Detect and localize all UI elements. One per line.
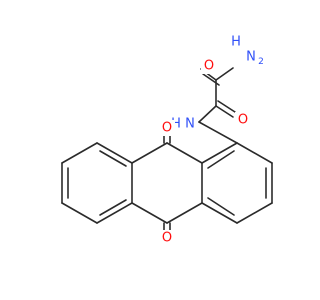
atom-O-top: O <box>204 59 214 74</box>
label-bg <box>235 112 251 128</box>
bond <box>99 199 127 216</box>
label-bg <box>159 120 175 136</box>
bond <box>131 142 168 164</box>
bond <box>166 202 203 224</box>
bond <box>207 150 235 169</box>
bond <box>202 73 220 86</box>
atom-O-ring-top: O <box>162 121 172 136</box>
bond <box>201 202 238 224</box>
bond <box>236 142 273 164</box>
label-layer: H N 2 O O H N O O <box>159 33 264 246</box>
bond <box>201 142 238 164</box>
molecule-diagram: H N 2 O O H N O O <box>61 33 273 246</box>
bond <box>215 105 234 118</box>
atom-O-ring-bottom: O <box>162 231 172 246</box>
bond <box>96 202 133 224</box>
atom-N-amine-top-sub: 2 <box>258 57 264 67</box>
bond <box>236 202 273 224</box>
atom-O-mid: O <box>238 113 248 128</box>
bond <box>207 197 235 216</box>
label-bg <box>159 230 175 246</box>
bond <box>217 100 236 113</box>
bond <box>61 142 98 164</box>
label-bg <box>233 33 263 51</box>
atom-N-amine-top: N <box>246 50 256 65</box>
bond <box>131 202 168 224</box>
bond <box>96 142 133 164</box>
bond <box>166 142 203 164</box>
bond <box>198 121 238 144</box>
bond <box>99 150 127 167</box>
label-bg <box>170 115 198 131</box>
atom-N-mid-H: H <box>171 117 181 132</box>
label-bg <box>201 58 217 74</box>
atom-N-amine-top-H: H <box>231 35 241 50</box>
atom-N-mid: N <box>185 117 195 132</box>
bond-layer <box>61 67 273 233</box>
bond <box>61 202 98 224</box>
bond <box>198 105 217 123</box>
bond <box>215 67 234 81</box>
